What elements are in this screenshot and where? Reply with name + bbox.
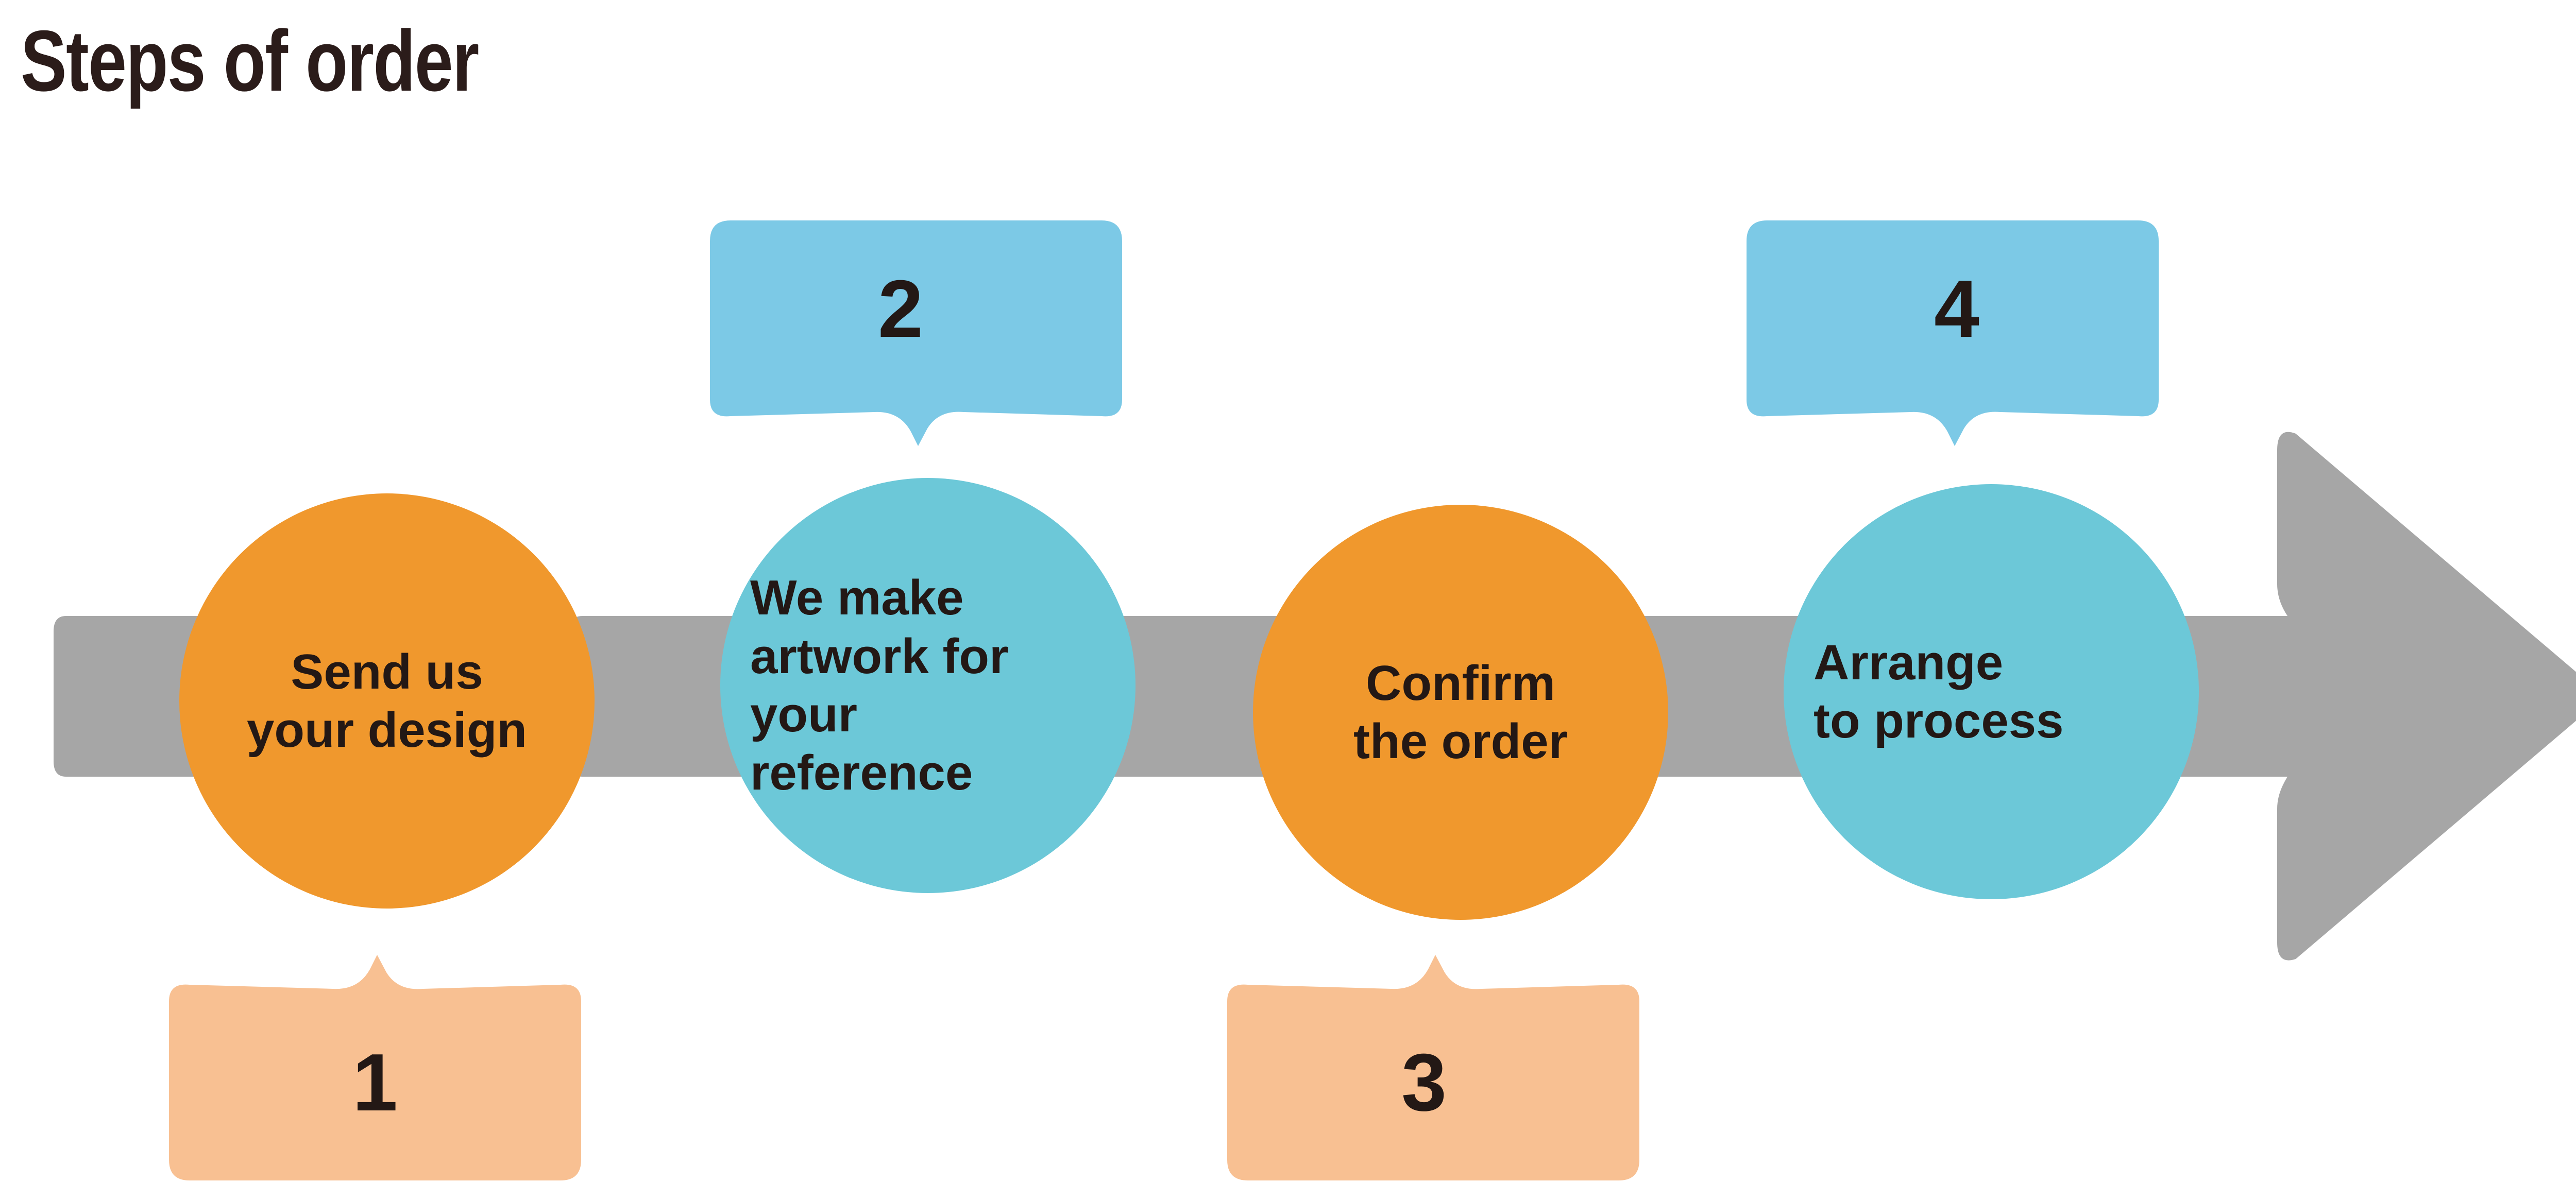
step-number-2: 2 bbox=[878, 264, 923, 354]
step-badge-1[interactable]: 1 bbox=[169, 954, 581, 1180]
callout-bubble-shape-2 bbox=[710, 220, 1122, 446]
callout-bubble-shape-3 bbox=[1227, 955, 1639, 1180]
step-badge-4[interactable]: 4 bbox=[1747, 220, 2159, 447]
step-number-1: 1 bbox=[352, 1037, 398, 1128]
step-number-3: 3 bbox=[1401, 1037, 1447, 1128]
step-number-4: 4 bbox=[1934, 264, 1979, 354]
step-badge-3[interactable]: 3 bbox=[1227, 954, 1639, 1180]
step-badge-2[interactable]: 2 bbox=[710, 220, 1122, 447]
callout-bubble-shape-4 bbox=[1747, 220, 2159, 446]
callout-bubble-shape-1 bbox=[169, 955, 581, 1180]
page-title: Steps of order bbox=[21, 12, 479, 109]
